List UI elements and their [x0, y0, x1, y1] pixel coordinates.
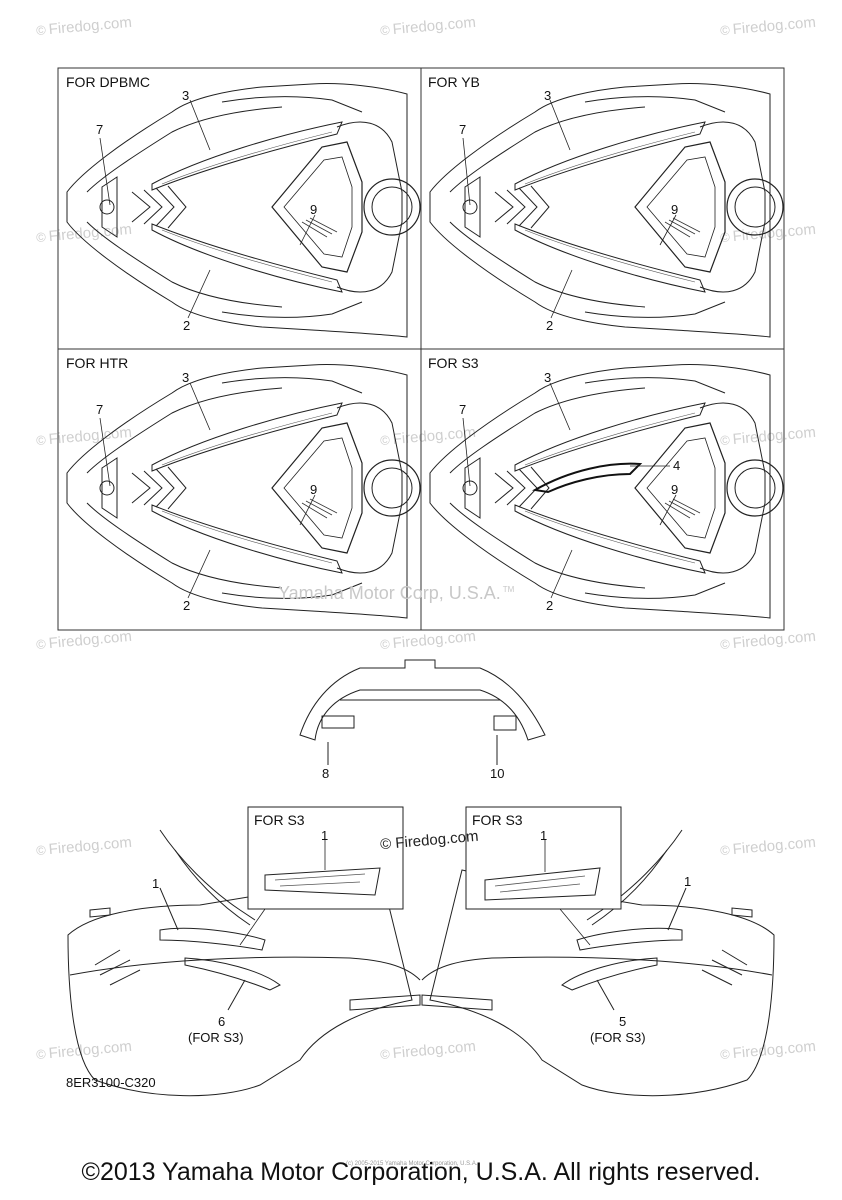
callout-9: 9 — [671, 482, 679, 497]
left-inset-label: FOR S3 — [254, 812, 305, 828]
part-4-stripe — [532, 462, 643, 494]
callout-2: 2 — [183, 318, 191, 333]
callout-10: 10 — [490, 766, 505, 781]
leader-lines — [99, 99, 677, 599]
panel-label-yb: FOR YB — [428, 74, 480, 90]
rear-panel-drawing — [299, 659, 546, 765]
hood-drawing-yb — [429, 82, 784, 338]
callout-7: 7 — [96, 122, 104, 137]
callout-1: 1 — [152, 876, 160, 891]
note-for-s3: (FOR S3) — [590, 1030, 646, 1045]
left-side-drawing — [67, 829, 421, 1097]
callout-2: 2 — [546, 318, 554, 333]
right-inset-emblem — [484, 867, 601, 901]
callout-9: 9 — [671, 202, 679, 217]
callout-1: 1 — [540, 828, 548, 843]
callout-2: 2 — [183, 598, 191, 613]
callout-7: 7 — [459, 122, 467, 137]
hood-drawing-htr — [66, 363, 421, 619]
callout-3: 3 — [544, 88, 552, 103]
footer-copyright: ©2013 Yamaha Motor Corporation, U.S.A. A… — [81, 1158, 761, 1186]
right-inset-label: FOR S3 — [472, 812, 523, 828]
callout-9: 9 — [310, 482, 318, 497]
part-code: 8ER3100-C320 — [66, 1075, 156, 1090]
note-for-s3: (FOR S3) — [188, 1030, 244, 1045]
panel-label-htr: FOR HTR — [66, 355, 129, 371]
hood-drawing-s3 — [429, 363, 784, 619]
callout-7: 7 — [96, 402, 104, 417]
callout-7: 7 — [459, 402, 467, 417]
left-inset-box — [247, 806, 404, 910]
callout-1: 1 — [684, 874, 692, 889]
panel-label-s3: FOR S3 — [428, 355, 479, 371]
callout-5: 5 — [619, 1014, 627, 1029]
panel-label-dpbmc: FOR DPBMC — [66, 74, 150, 90]
tiny-copyright: (c) 2005-2015 Yamaha Motor Corporation, … — [346, 1161, 478, 1167]
callout-1: 1 — [321, 828, 329, 843]
callout-8: 8 — [322, 766, 330, 781]
callout-4: 4 — [673, 458, 681, 473]
callout-3: 3 — [544, 370, 552, 385]
hood-drawing-dpbmc — [66, 82, 421, 338]
callout-3: 3 — [182, 88, 190, 103]
left-inset-emblem — [264, 867, 381, 896]
callout-6: 6 — [218, 1014, 226, 1029]
yamaha-watermark: Yamaha Motor Corp, U.S.A.TM — [278, 583, 515, 603]
callout-2: 2 — [546, 598, 554, 613]
callout-9: 9 — [310, 202, 318, 217]
callout-3: 3 — [182, 370, 190, 385]
